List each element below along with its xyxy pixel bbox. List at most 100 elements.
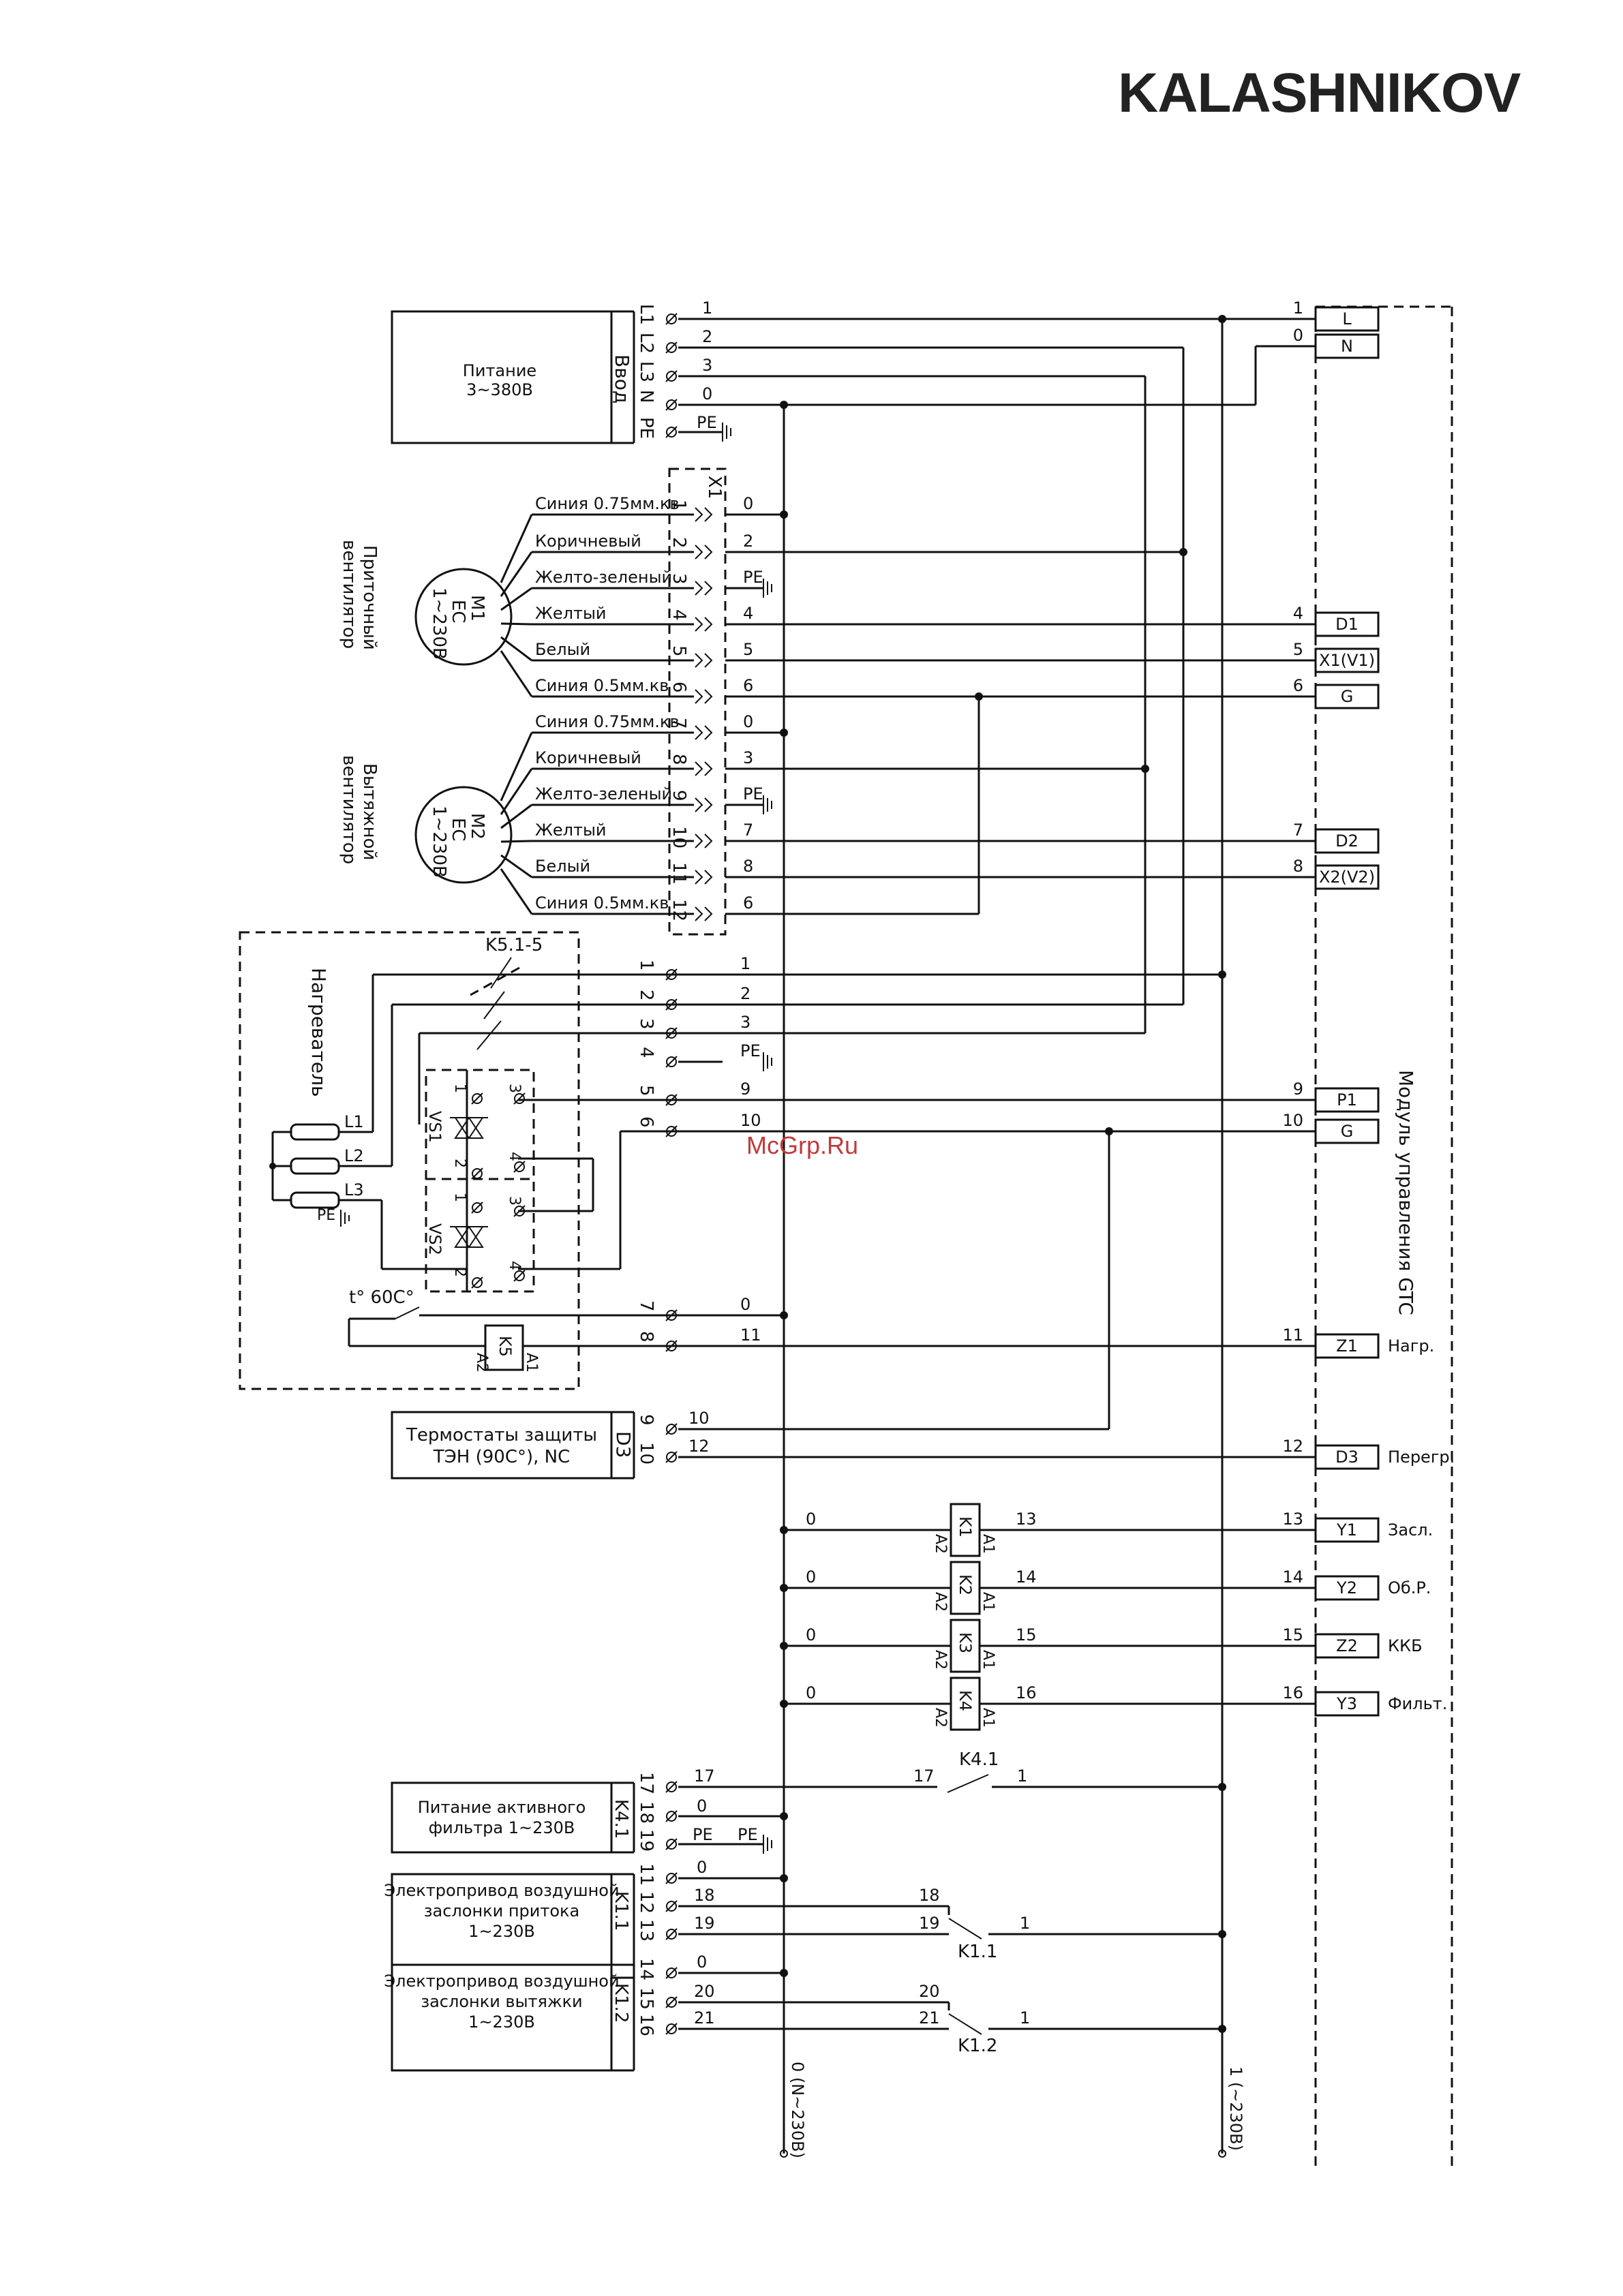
module-terminal-name: Y2 xyxy=(1336,1578,1357,1597)
terminal-screw-icon xyxy=(665,370,678,382)
damper-exhaust-line3: 1~230В xyxy=(468,2012,535,2032)
heating-coil-icon xyxy=(290,1123,340,1209)
connector-contact-icon xyxy=(695,581,713,596)
triac-pin-label: 3 xyxy=(506,1084,523,1093)
terminal-screw-icon xyxy=(513,1161,526,1173)
power-wire-1: 1 xyxy=(702,299,712,318)
connector-pin-label: 11 xyxy=(669,862,689,885)
connector-x1-label: X1 xyxy=(704,476,725,499)
module-terminal-wire: 12 xyxy=(1282,1437,1303,1456)
module-terminal-n: N0 xyxy=(1293,326,1380,359)
terminal-screw-icon xyxy=(665,1900,678,1912)
terminal-screw-icon xyxy=(665,2023,678,2035)
connector-contact-icon xyxy=(695,689,713,704)
fan-supply-motor-3: 1~230В xyxy=(429,587,449,660)
power-terminal-label: L3 xyxy=(636,361,656,382)
filter-wire-17: 17 xyxy=(694,1766,715,1786)
heater-coil-l3: L3 xyxy=(344,1180,364,1199)
terminal-screw-icon xyxy=(665,1340,678,1352)
terminal-screw-icon xyxy=(665,1967,678,1979)
damper-supply-tag: K1.1 xyxy=(611,1891,631,1931)
heater-coil-k5: K5 xyxy=(496,1336,515,1357)
terminal-screw-icon xyxy=(513,1092,526,1105)
damper_exhaust-terminal-label: 14 xyxy=(636,1958,656,1980)
damper-exhaust-switch: K1.2 xyxy=(958,2036,997,2056)
power-wire-0: 0 xyxy=(702,384,712,403)
module-terminal-name: N xyxy=(1341,337,1353,356)
fan_supply-wire-num: 6 xyxy=(743,676,753,695)
connector-pin-label: 2 xyxy=(669,537,689,549)
filter-pe: PE xyxy=(738,1825,758,1844)
module-terminal-wire: 7 xyxy=(1293,821,1303,840)
thermostat-wire-label: 10 xyxy=(688,1409,710,1428)
damper-supply-switch-in2: 19 xyxy=(919,1914,940,1933)
relay-a1: A1 xyxy=(980,1708,997,1728)
relay-a2: A2 xyxy=(932,1708,949,1728)
connector-contact-icon xyxy=(695,545,713,560)
fan_exhaust-wire-label: Желто-зеленый xyxy=(535,784,672,803)
module-terminal-name: Z2 xyxy=(1336,1636,1358,1655)
connector-contact-icon xyxy=(695,725,713,740)
terminal-screw-icon xyxy=(665,1928,678,1940)
thermostat-terminal-label: 9 xyxy=(636,1414,656,1426)
damper-supply-block: Электропривод воздушной заслонки притока… xyxy=(384,1858,1226,1979)
connector-contact-icon xyxy=(695,507,713,522)
terminal-screw-icon xyxy=(665,998,678,1011)
terminal-screw-icon xyxy=(665,1838,678,1850)
module-terminal-name: X2(V2) xyxy=(1319,868,1375,887)
module-terminal-name: P1 xyxy=(1337,1090,1357,1109)
terminal-screw-icon xyxy=(665,1810,678,1822)
fan_supply-wire-label: Желто-зеленый xyxy=(535,568,672,587)
heater-wire-label: PE xyxy=(740,1041,761,1060)
module-terminal-name: Y3 xyxy=(1336,1694,1357,1713)
terminal-screw-icon xyxy=(665,1781,678,1793)
fan-exhaust: M2 EC 1~230В Вытяжной вентилятор Синия 0… xyxy=(339,712,763,915)
terminal-screw-icon xyxy=(513,1270,526,1282)
connector-contact-icon xyxy=(695,761,713,776)
damper-supply-switch-out: 1 xyxy=(1020,1914,1030,1933)
relay-name: K2 xyxy=(956,1574,975,1595)
ground-icon xyxy=(340,1210,350,1227)
fan_supply-wire-num: PE xyxy=(743,568,763,587)
module-terminal-wire: 0 xyxy=(1293,326,1303,345)
terminal-screw-icon xyxy=(665,1027,678,1039)
triac-pin-label: 4 xyxy=(506,1261,523,1270)
module-terminal-note: Нагр. xyxy=(1388,1336,1434,1356)
fan-exhaust-motor-3: 1~230В xyxy=(429,806,449,878)
damper_supply-terminal-label: 12 xyxy=(636,1891,656,1914)
connector-pin-label: 3 xyxy=(669,573,689,585)
heater-coil-l1: L1 xyxy=(344,1112,364,1131)
module-terminal-g: G10 xyxy=(1282,1111,1380,1144)
fan-supply: M1 EC 1~230В Приточный вентилятор Синия … xyxy=(339,494,763,698)
filter-tag: K4.1 xyxy=(611,1799,631,1839)
heater-coil-a2: A2 xyxy=(473,1353,490,1373)
ground-icon xyxy=(722,423,731,442)
heater-wire-label: 10 xyxy=(740,1111,761,1130)
thermostats-line1: Термостаты защиты xyxy=(406,1425,597,1445)
terminal-screw-icon xyxy=(471,1276,483,1289)
fan_supply-wire-label: Синия 0.5мм.кв xyxy=(535,676,669,695)
module-terminal-note: Перегр. xyxy=(1388,1448,1455,1467)
triac-pin-label: 1 xyxy=(451,1084,468,1093)
terminal-screw-icon xyxy=(665,399,678,411)
fan_exhaust-wire-label: Белый xyxy=(535,857,590,876)
bus-neutral-label: 0 (N~230В) xyxy=(788,2062,807,2158)
triac-vs2-icon xyxy=(450,1225,488,1249)
heater-terminal-label: 4 xyxy=(636,1047,656,1058)
damper-supply-wire-18: 18 xyxy=(694,1886,715,1905)
module-terminal-note: Засл. xyxy=(1388,1520,1433,1540)
heater-terminal-label: 5 xyxy=(636,1085,656,1097)
relay-left-wire: 0 xyxy=(806,1625,816,1644)
connector-contact-icon xyxy=(695,617,713,632)
damper_supply-terminal-label: 13 xyxy=(636,1919,656,1942)
damper-exhaust-tag: K1.2 xyxy=(611,1983,631,2023)
module-terminal-name: X1(V1) xyxy=(1319,651,1375,670)
relay-a2: A2 xyxy=(932,1650,949,1670)
fan_supply-wire-label: Синия 0.75мм.кв xyxy=(535,494,680,513)
thermostat-terminal-label: 10 xyxy=(636,1442,656,1465)
